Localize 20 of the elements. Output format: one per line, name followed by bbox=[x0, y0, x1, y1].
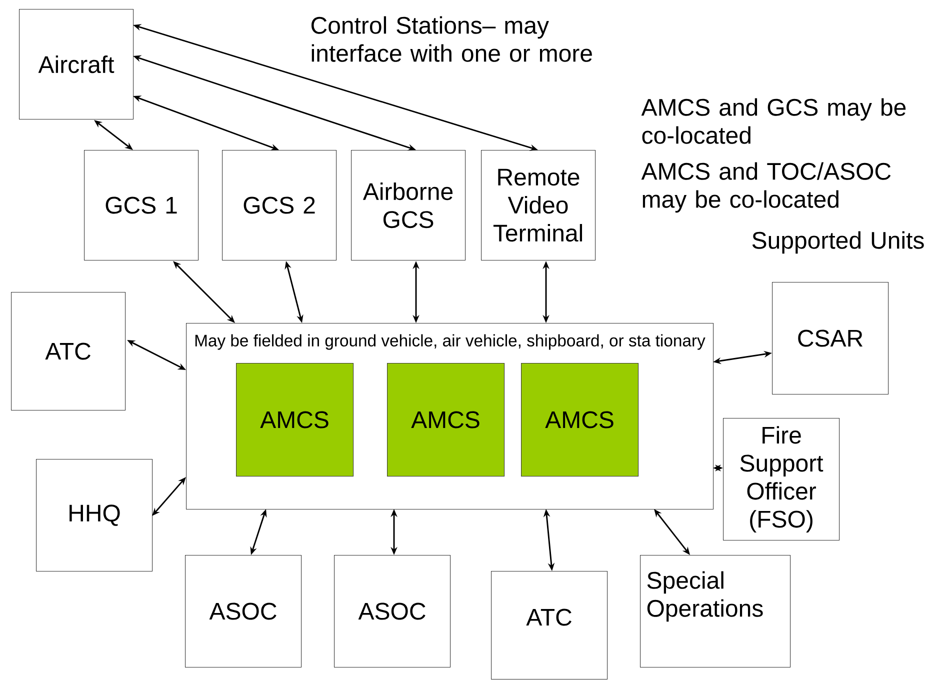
unit-box: Remote Video Terminal bbox=[481, 150, 596, 261]
unit-box: CSAR bbox=[772, 282, 889, 395]
unit-box: Aircraft bbox=[19, 9, 134, 120]
unit-box: ASOC bbox=[185, 555, 302, 668]
amcs-box: AMCS bbox=[521, 363, 639, 477]
unit-box: Special Operations bbox=[640, 555, 791, 668]
note-text: AMCS and TOC/ASOC may be co-located bbox=[641, 162, 891, 213]
unit-box: ATC bbox=[491, 571, 608, 680]
amcs-box: AMCS bbox=[387, 363, 505, 477]
unit-box: GCS 2 bbox=[222, 150, 337, 261]
note-text: Control Stations– may interface with one or more bbox=[312, 16, 592, 62]
unit-box: GCS 1 bbox=[84, 150, 199, 261]
unit-box: ASOC bbox=[334, 555, 451, 668]
unit-box: HHQ bbox=[36, 459, 153, 572]
note-text: Supported Units bbox=[752, 231, 924, 254]
unit-box: Fire Support Officer (FSO) bbox=[723, 418, 840, 541]
unit-box: Airborne GCS bbox=[351, 150, 466, 261]
note-text: AMCS and GCS may be co-located bbox=[641, 98, 906, 144]
unit-box: ATC bbox=[11, 292, 126, 411]
amcs-box: AMCS bbox=[236, 363, 354, 477]
